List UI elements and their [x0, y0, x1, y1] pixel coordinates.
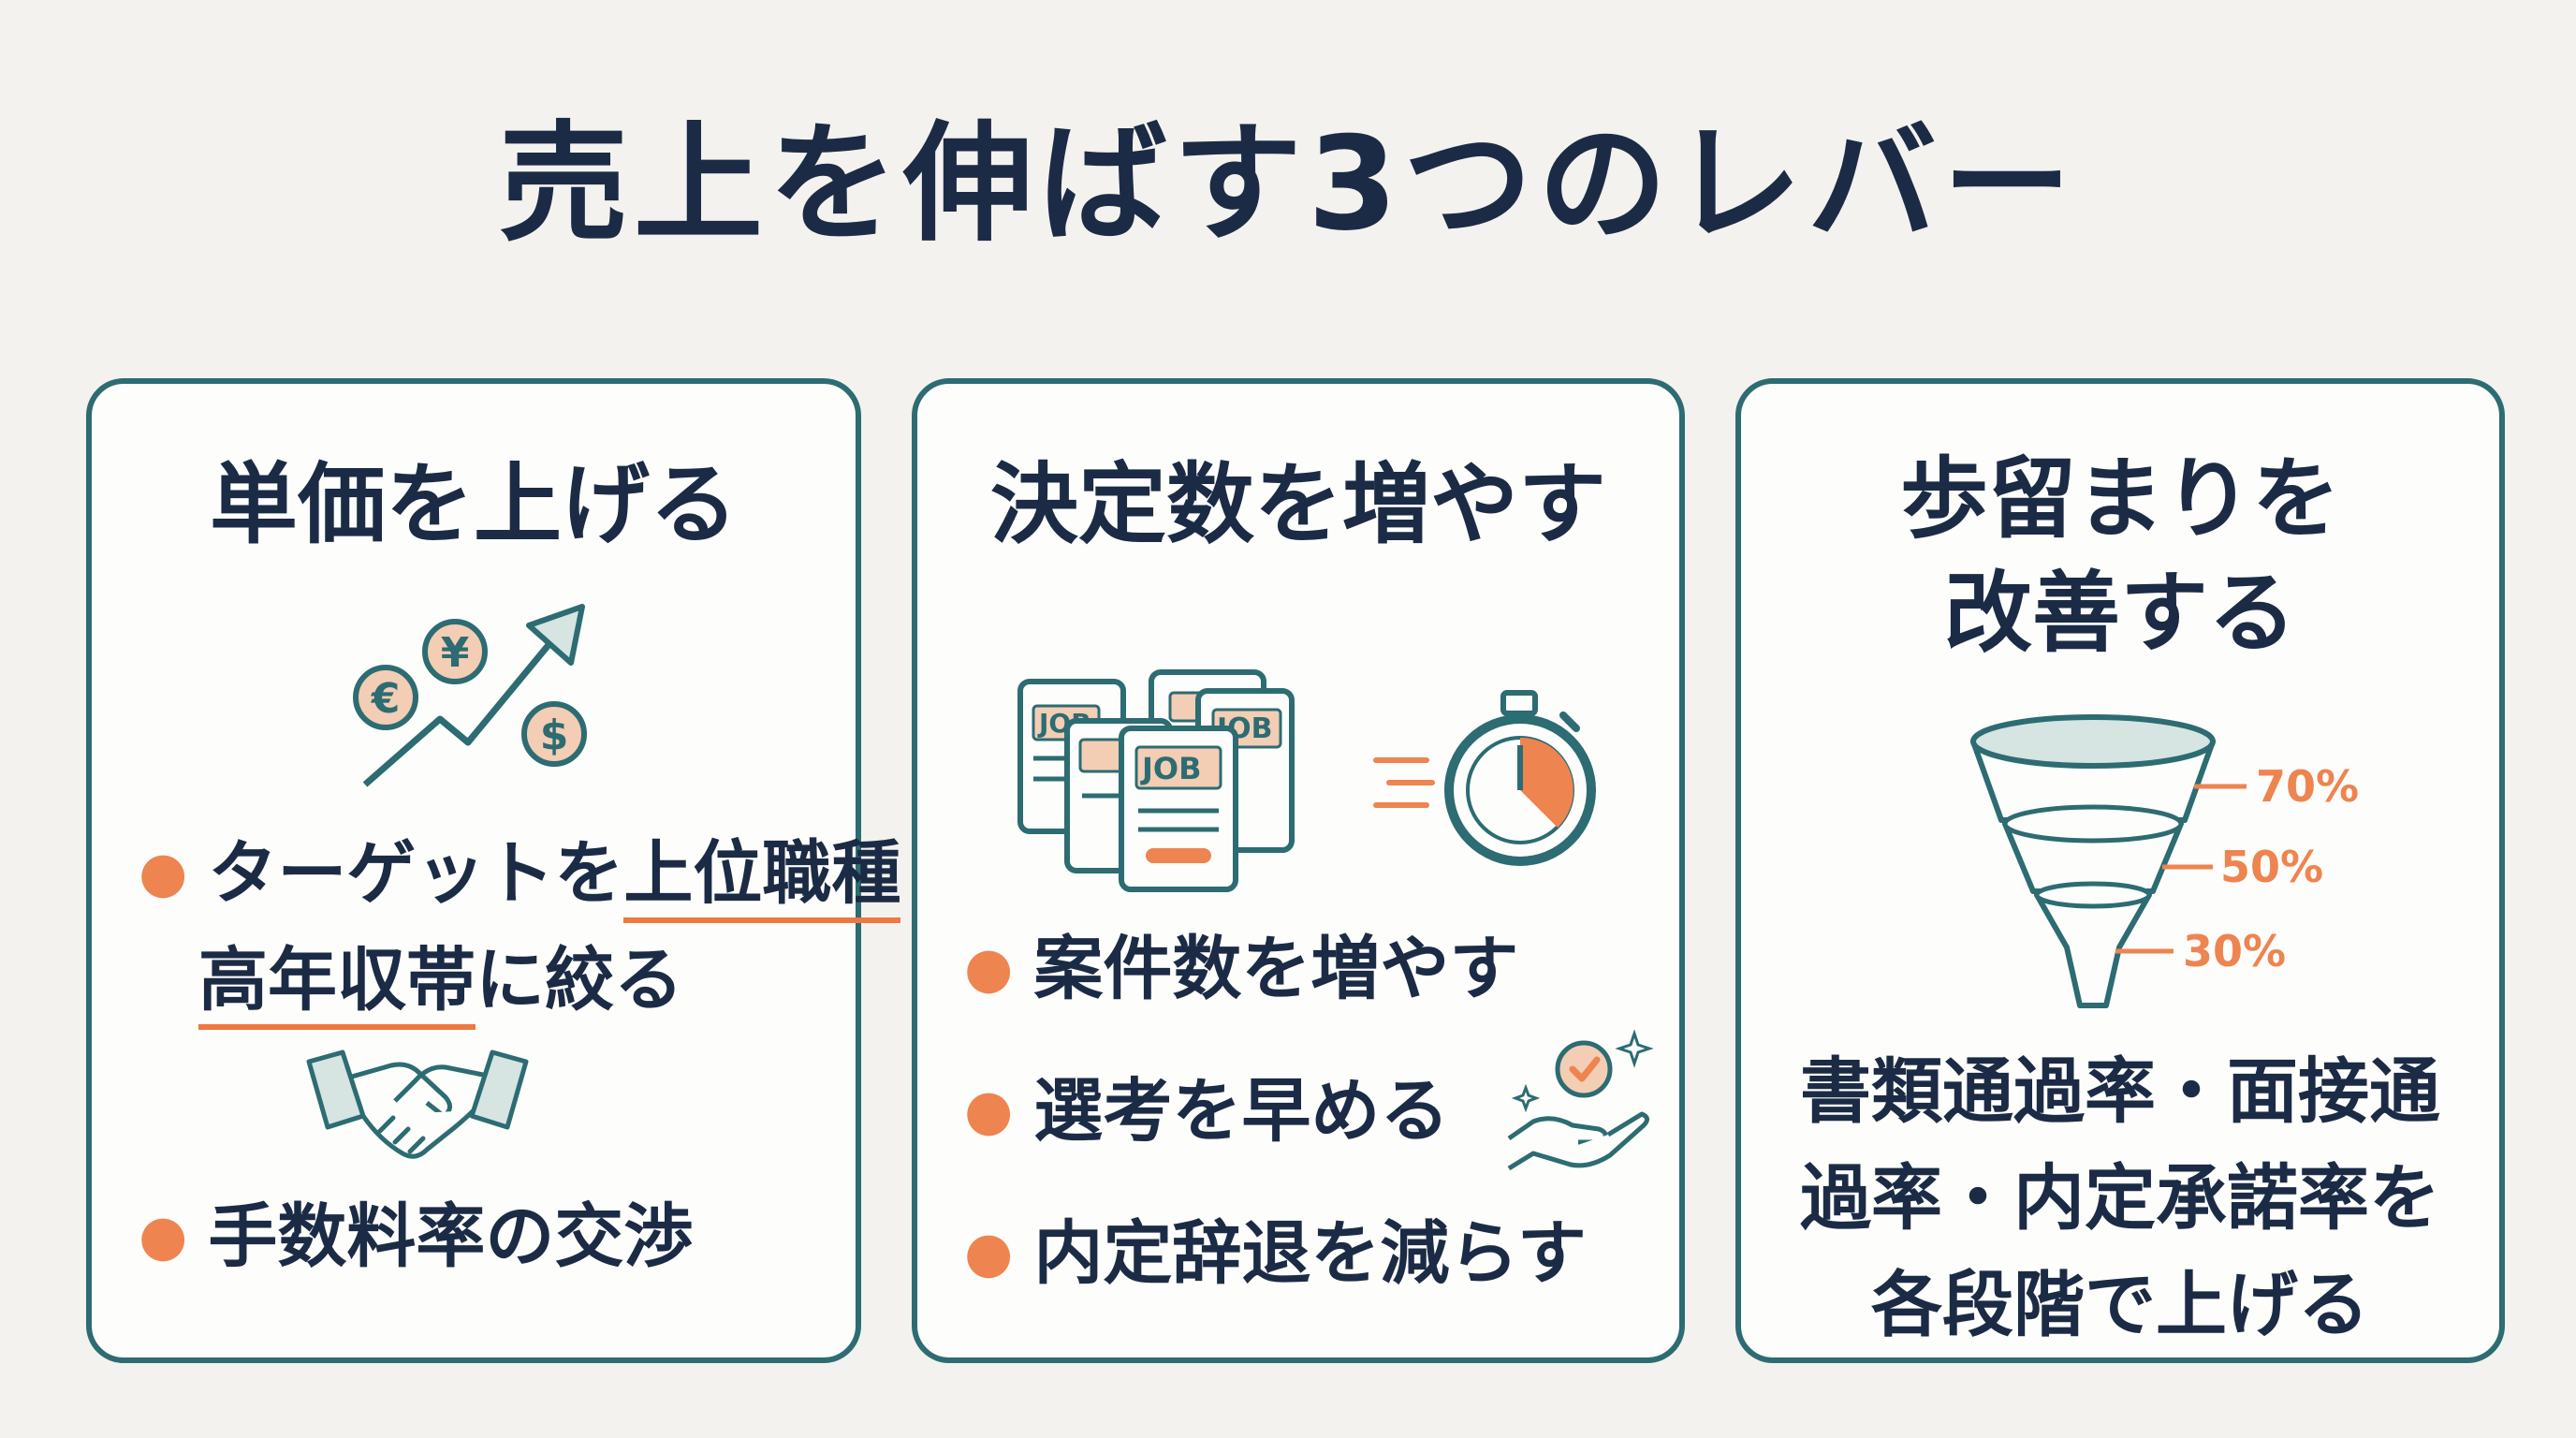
bullet-target: ●ターゲットを上位職種・ — [139, 833, 970, 923]
card-title-line1: 歩留まりを — [1899, 448, 2340, 550]
yen-symbol: ¥ — [441, 629, 470, 677]
yield-description-line3: 各段階で上げる — [1871, 1263, 2369, 1346]
hand-check-icon — [1507, 1029, 1654, 1171]
card-title-line2: 改善する — [1943, 563, 2296, 665]
funnel-label-50: 50% — [2220, 842, 2323, 892]
bullet-text: 選考を早める — [1033, 1071, 1450, 1152]
handshake-icon — [306, 1049, 529, 1159]
funnel-label-70: 70% — [2256, 761, 2359, 812]
bullet-dot: ● — [964, 935, 1014, 1001]
card-increase-placements: 決定数を増やす JOB JOB JOB ● — [912, 378, 1685, 1363]
job-documents-icon: JOB JOB JOB — [1017, 669, 1295, 892]
highlight-text: 高年収帯 — [198, 940, 476, 1030]
bullet-text: 内定辞退を減らす — [1033, 1213, 1587, 1294]
bullet-text: 案件数を増やす — [1033, 929, 1519, 1009]
bullet-text: に絞る — [476, 940, 683, 1020]
funnel-icon: 70% 50% 30% — [1970, 714, 2359, 1008]
funnel-label-30: 30% — [2183, 926, 2286, 976]
currency-growth-icon: € ¥ $ — [353, 604, 587, 787]
bullet-text: ターゲットを — [208, 833, 624, 914]
page-title: 売上を伸ばす3つのレバー — [498, 109, 2078, 259]
bullet-dot: ● — [964, 1220, 1014, 1285]
stopwatch-icon — [1373, 690, 1596, 866]
bullet-faster-selection: ●選考を早める — [964, 1077, 1449, 1146]
yield-description-line2: 過率・内定承諾率を — [1800, 1156, 2440, 1240]
yield-description-line1: 書類通過率・面接通 — [1800, 1049, 2440, 1133]
highlight-text: 上位職種 — [623, 833, 901, 923]
bullet-reduce-decline: ●内定辞退を減らす — [964, 1219, 1587, 1288]
bullet-dot: ● — [139, 1203, 188, 1269]
bullet-more-jobs: ●案件数を増やす — [964, 934, 1518, 1004]
bullet-text: 手数料率の交渉 — [208, 1196, 694, 1277]
card-improve-yield: 歩留まりを 改善する 70% 50% 30% 書類通過率・面接通 過率・内定承諾… — [1735, 378, 2505, 1363]
card-raise-unit-price: 単価を上げる € ¥ $ ●ターゲットを上位職種・ 高年収帯に絞る ●手数料率の… — [86, 378, 970, 1363]
bullet-target-line2: 高年収帯に絞る — [198, 940, 683, 1030]
card-title: 決定数を増やす — [989, 454, 1606, 556]
dollar-symbol: $ — [540, 712, 569, 759]
bullet-dot: ● — [964, 1078, 1014, 1143]
job-label: JOB — [1140, 751, 1202, 786]
bullet-commission: ●手数料率の交渉 — [139, 1202, 693, 1271]
card-title: 単価を上げる — [209, 454, 738, 556]
euro-symbol: € — [371, 675, 401, 723]
bullet-dot: ● — [139, 840, 188, 905]
